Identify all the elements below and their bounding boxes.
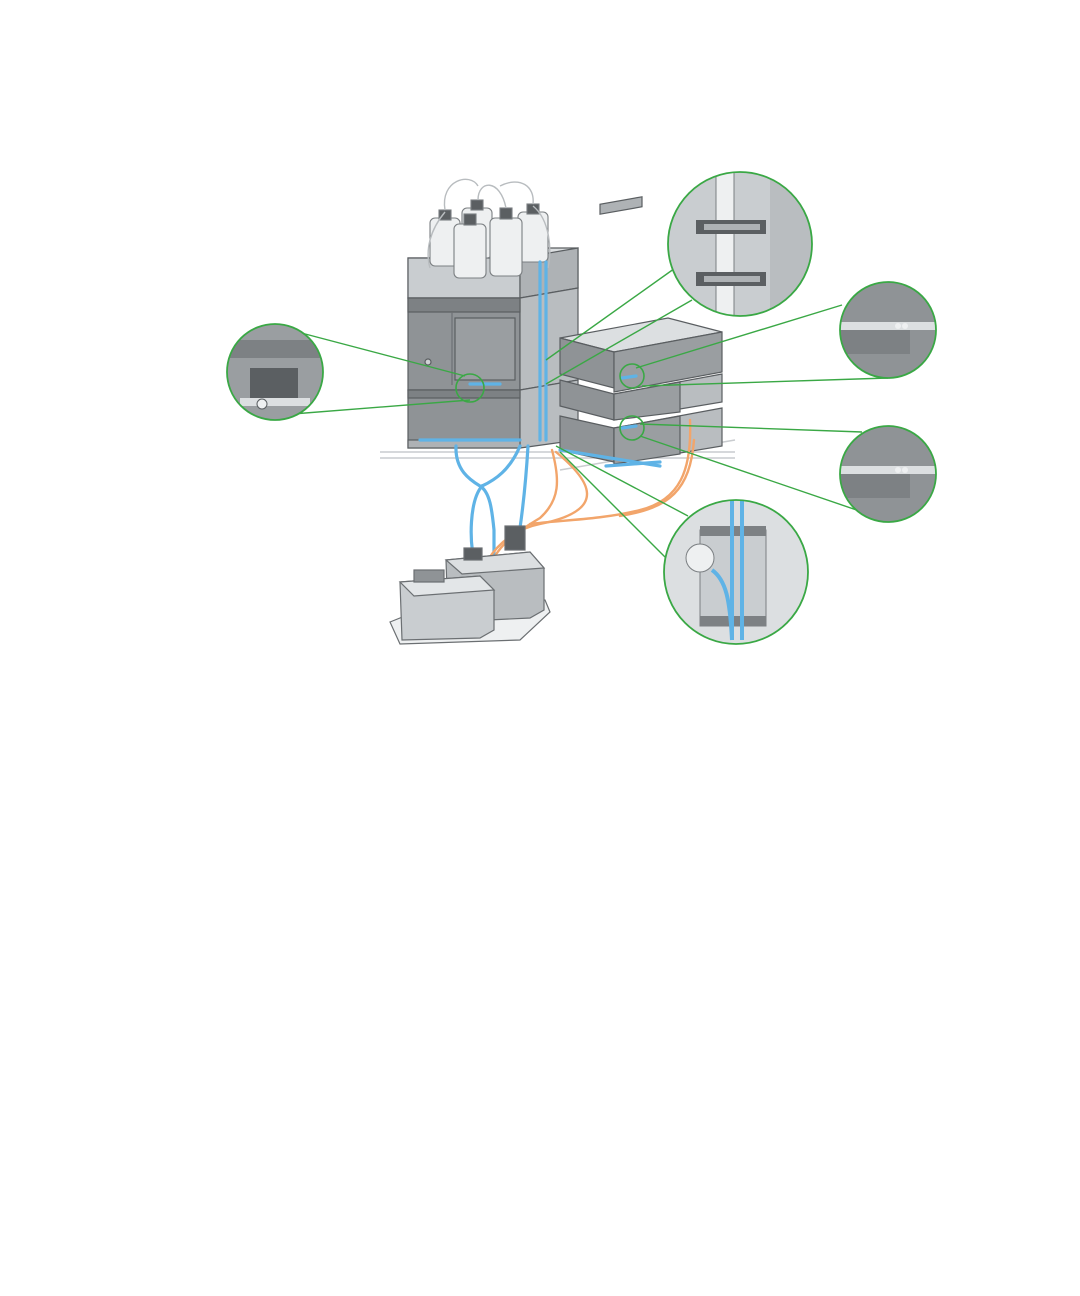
- pump-module: [408, 288, 578, 390]
- callout-leaders: [280, 266, 888, 560]
- sampler-module: [408, 380, 578, 448]
- left-module-stack: [408, 248, 578, 448]
- solvent-bottle-icon: [490, 208, 522, 276]
- waste-canister-icon: [400, 570, 494, 640]
- callout-right-upper-leak: [838, 280, 938, 380]
- waste-canisters: [390, 526, 550, 644]
- solvent-bottle-icon: [454, 214, 486, 278]
- callout-bottom-right-channel: [664, 500, 808, 644]
- callout-top-right-clips: [668, 172, 812, 316]
